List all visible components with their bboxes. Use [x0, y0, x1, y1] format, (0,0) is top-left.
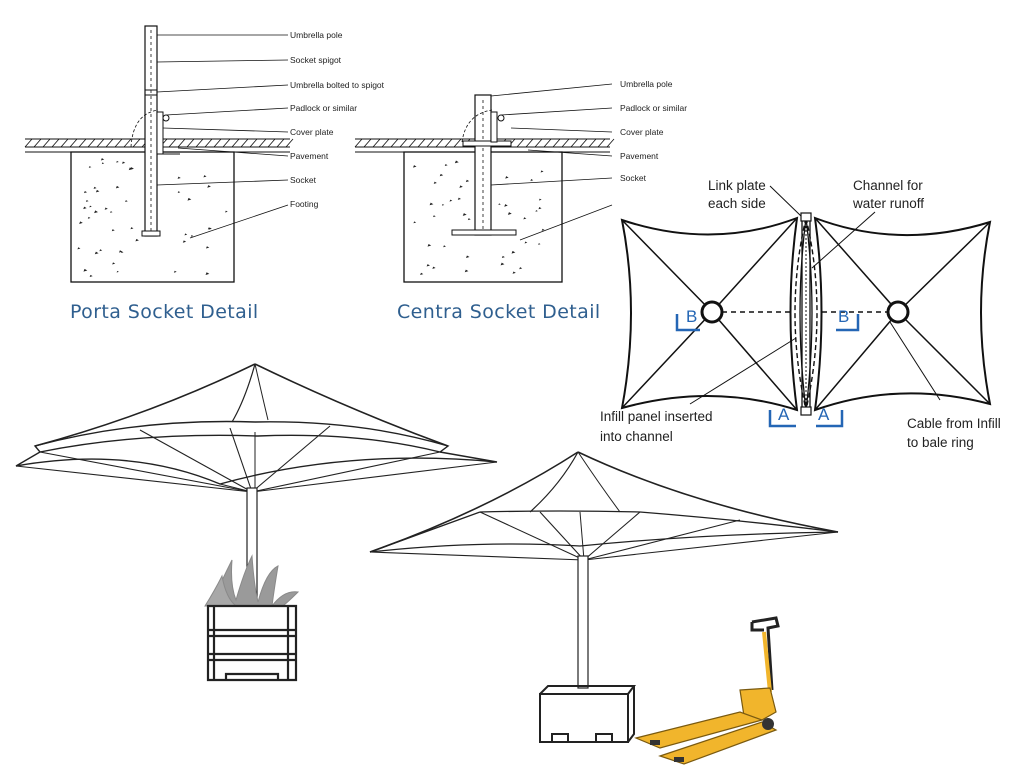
porta-cover-plate [156, 111, 164, 155]
planter-plant-icon [204, 554, 300, 609]
porta-footing-aggregate [77, 158, 228, 278]
centra-callout-label: Umbrella pole [620, 79, 673, 89]
link-plate-label-2: each side [708, 196, 766, 211]
centra-callout-label: Pavement [620, 151, 659, 161]
porta-socket-base [141, 230, 161, 237]
cable-label-2: to bale ring [907, 435, 974, 450]
centra-callout-label: Socket [620, 173, 647, 183]
porta-callout-label: Socket spigot [290, 55, 342, 65]
svg-text:B: B [686, 307, 697, 326]
svg-text:B: B [838, 307, 849, 326]
centra-cover-plate [462, 140, 512, 147]
section-marker-a-right: A [816, 405, 844, 428]
left-bale-ring [700, 300, 724, 324]
planter-box [206, 604, 298, 682]
section-marker-a-left: A [768, 405, 796, 428]
centra-callout-label: Cover plate [620, 127, 664, 137]
svg-text:A: A [818, 405, 830, 424]
infill-label-2: into channel [600, 429, 673, 444]
porta-caption: Porta Socket Detail [70, 301, 259, 323]
porta-padlock [162, 114, 170, 122]
umbrella-with-pallet-jack-illustration [369, 451, 839, 743]
channel-label-1: Channel for [853, 178, 923, 193]
porta-callout-label: Pavement [290, 151, 329, 161]
centra-base-plate [451, 229, 517, 236]
infill-channel [794, 217, 818, 411]
link-plate-label-1: Link plate [708, 178, 766, 193]
section-marker-b-left: B [675, 307, 700, 332]
cable-label-1: Cable from Infill [907, 416, 1001, 431]
porta-callout-label: Padlock or similar [290, 103, 357, 113]
centra-callout-label: Padlock or similar [620, 103, 687, 113]
infill-label-1: Infill panel inserted [600, 409, 713, 424]
porta-callout-label: Umbrella pole [290, 30, 343, 40]
pallet-jack-icon [634, 616, 780, 765]
svg-text:A: A [778, 405, 790, 424]
umbrella-base-block [539, 685, 636, 743]
centra-padlock [497, 114, 505, 122]
centra-caption: Centra Socket Detail [397, 301, 601, 323]
section-marker-b-right: B [836, 307, 860, 332]
channel-label-2: water runoff [852, 196, 924, 211]
link-plate-bottom [800, 406, 812, 416]
centra-footing-aggregate [413, 160, 545, 276]
umbrella-with-planter-illustration [15, 363, 498, 682]
porta-callout-label: Socket [290, 175, 317, 185]
porta-callout-label: Cover plate [290, 127, 334, 137]
right-bale-ring [886, 300, 910, 324]
porta-callout-label: Umbrella bolted to spigot [290, 80, 385, 90]
porta-callout-label: Footing [290, 199, 319, 209]
linked-umbrella-plan: B B A A Link plate each side Channel for… [600, 178, 1001, 450]
link-plate-top [800, 212, 812, 222]
